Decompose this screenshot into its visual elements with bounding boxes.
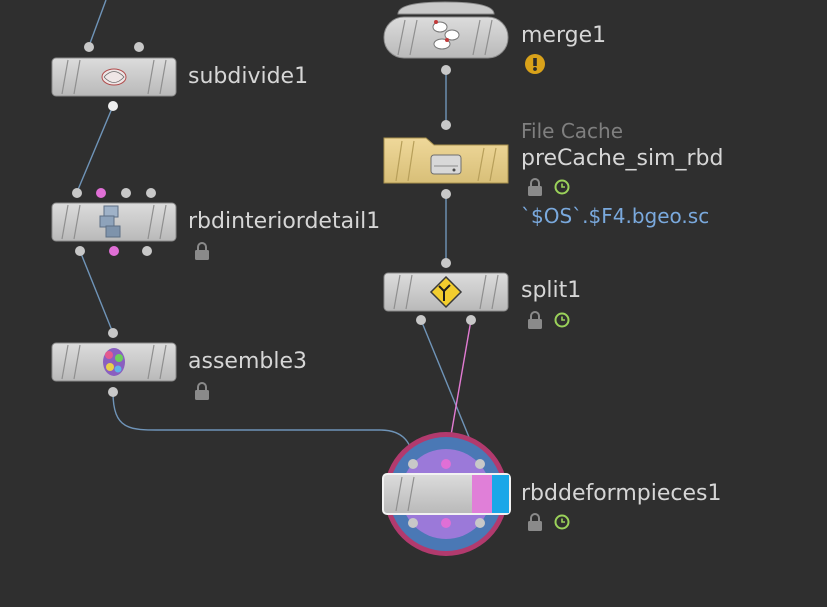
node-expression-precache: `$OS`.$F4.bgeo.sc <box>521 204 710 228</box>
output-port[interactable] <box>75 246 85 256</box>
lock-icon <box>195 382 209 400</box>
node-body-stripes <box>393 274 499 310</box>
output-port[interactable] <box>475 518 485 528</box>
input-port[interactable] <box>72 188 82 198</box>
node-split1[interactable] <box>383 258 509 325</box>
wire-top-to-subdivide1[interactable] <box>88 0 107 47</box>
split-icon <box>429 275 463 309</box>
node-body-stripes <box>395 140 497 182</box>
wire-subdivide1-to-rbdinteriordetail1[interactable] <box>76 105 114 193</box>
file-cache-icon <box>430 154 462 175</box>
node-body-stripes <box>61 204 167 240</box>
node-label-rbddeformpieces1[interactable]: rbddeformpieces1 <box>521 481 722 506</box>
lock-icon <box>195 242 209 260</box>
input-port[interactable] <box>96 188 106 198</box>
node-body-stripes <box>61 59 167 95</box>
cubes-icon <box>99 205 121 238</box>
input-port[interactable] <box>475 459 485 469</box>
node-rbdinteriordetail1[interactable] <box>51 188 177 256</box>
node-body-stripes <box>61 344 167 380</box>
node-label-precache-sim-rbd[interactable]: preCache_sim_rbd <box>521 146 724 171</box>
output-port[interactable] <box>466 315 476 325</box>
node-label-split1[interactable]: split1 <box>521 278 582 303</box>
input-port[interactable] <box>441 258 451 268</box>
output-port[interactable] <box>441 518 451 528</box>
merge-icon <box>432 20 460 50</box>
input-port[interactable] <box>441 459 451 469</box>
input-port[interactable] <box>84 42 94 52</box>
input-port[interactable] <box>441 120 451 130</box>
node-merge1[interactable] <box>383 1 509 75</box>
output-port[interactable] <box>441 65 451 75</box>
output-port[interactable] <box>142 246 152 256</box>
display-flag[interactable] <box>492 475 509 513</box>
badges <box>195 54 570 531</box>
lock-icon <box>528 311 542 329</box>
input-port[interactable] <box>146 188 156 198</box>
subdivide-icon <box>101 68 127 86</box>
output-port[interactable] <box>408 518 418 528</box>
node-assemble3[interactable] <box>51 328 177 397</box>
node-body-stripes <box>397 19 493 56</box>
lock-icon <box>528 513 542 531</box>
node-subdivide1[interactable] <box>51 42 177 111</box>
merge-top-lip <box>397 1 495 15</box>
node-type-label-file-cache: File Cache <box>521 119 624 143</box>
lock-icon <box>528 178 542 196</box>
output-port[interactable] <box>108 387 118 397</box>
node-rbddeformpieces1[interactable] <box>382 432 511 556</box>
wire-assemble3-to-rbddeformpieces1[interactable] <box>112 391 414 465</box>
node-label-assemble3[interactable]: assemble3 <box>188 349 307 374</box>
output-port[interactable] <box>441 189 451 199</box>
input-port[interactable] <box>108 328 118 338</box>
input-port[interactable] <box>134 42 144 52</box>
clock-icon <box>554 514 570 530</box>
wire-rbdinteriordetail1-to-assemble3[interactable] <box>79 250 114 334</box>
clock-icon <box>554 179 570 195</box>
output-port[interactable] <box>416 315 426 325</box>
node-label-merge1[interactable]: merge1 <box>521 23 607 48</box>
node-precache-sim-rbd[interactable] <box>383 120 509 199</box>
node-body-stripes <box>395 476 415 512</box>
output-port[interactable] <box>109 246 119 256</box>
assemble-icon <box>103 348 125 376</box>
input-port[interactable] <box>121 188 131 198</box>
template-flag[interactable] <box>472 475 492 513</box>
output-port[interactable] <box>108 101 118 111</box>
clock-icon <box>554 312 570 328</box>
node-label-rbdinteriordetail1[interactable]: rbdinteriordetail1 <box>188 209 381 234</box>
input-port[interactable] <box>408 459 418 469</box>
node-label-subdivide1[interactable]: subdivide1 <box>188 64 309 89</box>
warning-icon[interactable] <box>525 54 545 74</box>
